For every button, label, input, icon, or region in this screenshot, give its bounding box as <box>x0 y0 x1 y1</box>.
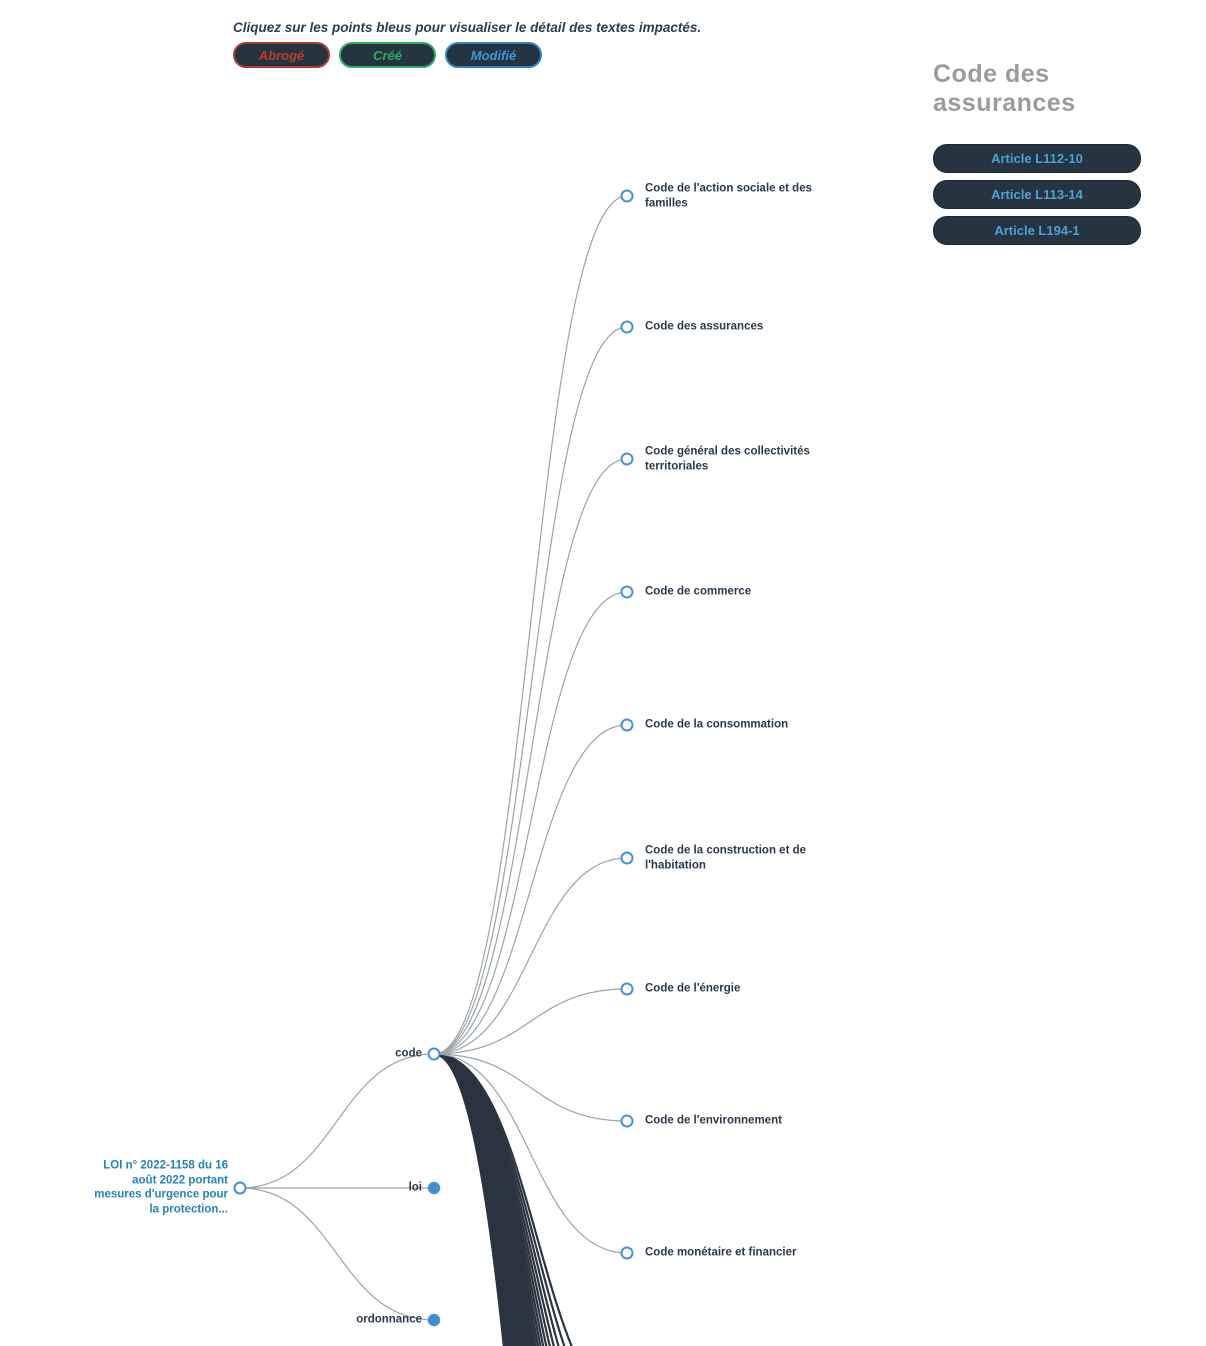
instruction-text: Cliquez sur les points bleus pour visual… <box>233 20 702 35</box>
tree-link <box>433 857 628 1055</box>
article-button-l194-1[interactable]: Article L194-1 <box>933 216 1141 245</box>
tree-link <box>433 1053 628 1122</box>
tree-node[interactable] <box>620 320 634 334</box>
article-button-l112-10[interactable]: Article L112-10 <box>933 144 1141 173</box>
tree-link <box>239 1187 435 1321</box>
tree-link <box>433 195 628 1055</box>
tree-node[interactable] <box>620 851 634 865</box>
tree-node[interactable] <box>620 189 634 203</box>
article-button-l113-14[interactable]: Article L113-14 <box>933 180 1141 209</box>
panel-title: Code des assurances <box>933 60 1076 117</box>
tree-node[interactable] <box>620 1114 634 1128</box>
legend: Abrogé Créé Modifié <box>233 42 542 68</box>
legend-pill-modifie[interactable]: Modifié <box>445 42 542 68</box>
tree-node[interactable] <box>427 1047 441 1061</box>
tree-node[interactable] <box>620 585 634 599</box>
tree-node[interactable] <box>427 1181 441 1195</box>
legend-pill-abroge-label: Abrogé <box>258 47 305 63</box>
articles-panel: Code des assurances Article L112-10 Arti… <box>933 60 1171 252</box>
legend-pill-modifie-label: Modifié <box>470 47 517 63</box>
tree-node[interactable] <box>620 452 634 466</box>
legend-pill-cree-label: Créé <box>373 47 402 63</box>
tree-node[interactable] <box>427 1313 441 1327</box>
tree-node[interactable] <box>620 982 634 996</box>
tree-node[interactable] <box>620 1246 634 1260</box>
tree-link <box>433 1053 628 1254</box>
tree-link <box>433 591 628 1055</box>
tree-link <box>433 326 628 1055</box>
tree-link <box>433 724 628 1055</box>
legend-pill-cree[interactable]: Créé <box>339 42 436 68</box>
legend-pill-abroge[interactable]: Abrogé <box>233 42 330 68</box>
tree-link <box>239 1053 435 1189</box>
tree-link-bundle <box>433 1052 505 1346</box>
tree-link <box>433 458 628 1055</box>
tree-node[interactable] <box>620 718 634 732</box>
tree-link <box>433 988 628 1055</box>
tree-node[interactable] <box>233 1181 247 1195</box>
